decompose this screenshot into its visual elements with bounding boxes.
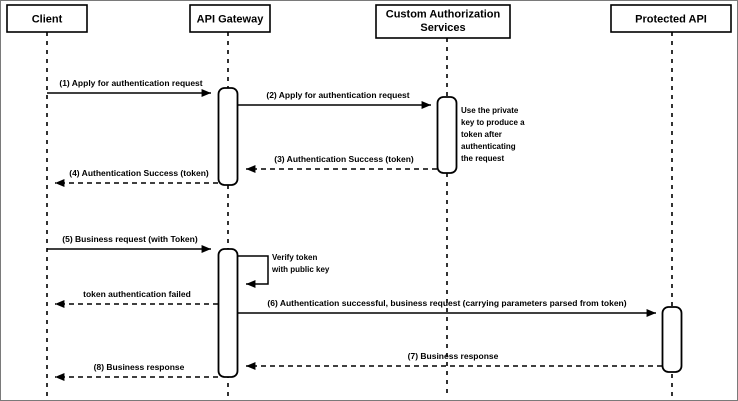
message-8-label: (8) Business response — [94, 362, 185, 372]
message-7-label: (7) Business response — [408, 351, 499, 361]
note-private-key-line-4: authenticating — [461, 142, 516, 151]
participant-label-api-gateway: API Gateway — [197, 13, 265, 25]
message-self-label-line-2: with public key — [271, 265, 330, 274]
activation-api-gateway-auth — [217, 87, 239, 186]
message-self-label-line-1: Verify token — [272, 253, 317, 262]
note-private-key-line-1: Use the private — [461, 106, 519, 115]
activation-protected-api — [661, 306, 683, 373]
message-4-authentication-success-token[interactable]: (4) Authentication Success (token) — [55, 168, 218, 187]
message-6-label: (6) Authentication successful, business … — [267, 298, 626, 308]
activation-api-gateway-business — [217, 248, 239, 378]
message-token-authentication-failed-label: token authentication failed — [83, 289, 191, 299]
message-2-label: (2) Apply for authentication request — [266, 90, 409, 100]
participant-header-client[interactable]: Client — [6, 4, 88, 33]
message-8-business-response[interactable]: (8) Business response — [55, 362, 218, 381]
participant-label-custom-authorization-services-line2: Services — [420, 22, 465, 34]
participant-header-protected-api[interactable]: Protected API — [610, 4, 732, 33]
activation-custom-authorization-services — [436, 96, 458, 174]
message-token-authentication-failed[interactable]: token authentication failed — [55, 289, 218, 308]
message-2-apply-for-authentication-request[interactable]: (2) Apply for authentication request — [238, 90, 431, 109]
note-private-key-line-3: token after — [461, 130, 502, 139]
message-3-label: (3) Authentication Success (token) — [274, 154, 414, 164]
participant-label-custom-authorization-services-line1: Custom Authorization — [386, 8, 501, 20]
message-7-business-response[interactable]: (7) Business response — [246, 351, 662, 370]
participant-label-client: Client — [32, 13, 63, 25]
participant-label-protected-api: Protected API — [635, 13, 707, 25]
note-private-key-line-2: key to produce a — [461, 118, 525, 127]
note-private-key: Use the private key to produce a token a… — [461, 106, 525, 163]
message-3-authentication-success-token[interactable]: (3) Authentication Success (token) — [246, 154, 437, 173]
message-5-label: (5) Business request (with Token) — [62, 234, 198, 244]
message-1-apply-for-authentication-request[interactable]: (1) Apply for authentication request — [47, 78, 211, 97]
participant-header-custom-authorization-services[interactable]: Custom Authorization Services — [375, 4, 511, 39]
message-5-business-request-with-token[interactable]: (5) Business request (with Token) — [47, 234, 211, 253]
message-6-authentication-successful-business-request[interactable]: (6) Authentication successful, business … — [238, 298, 656, 317]
message-self-verify-token-with-public-key[interactable]: Verify token with public key — [238, 253, 330, 288]
participant-header-api-gateway[interactable]: API Gateway — [189, 4, 271, 33]
note-private-key-line-5: the request — [461, 154, 504, 163]
message-4-label: (4) Authentication Success (token) — [69, 168, 209, 178]
message-1-label: (1) Apply for authentication request — [59, 78, 202, 88]
